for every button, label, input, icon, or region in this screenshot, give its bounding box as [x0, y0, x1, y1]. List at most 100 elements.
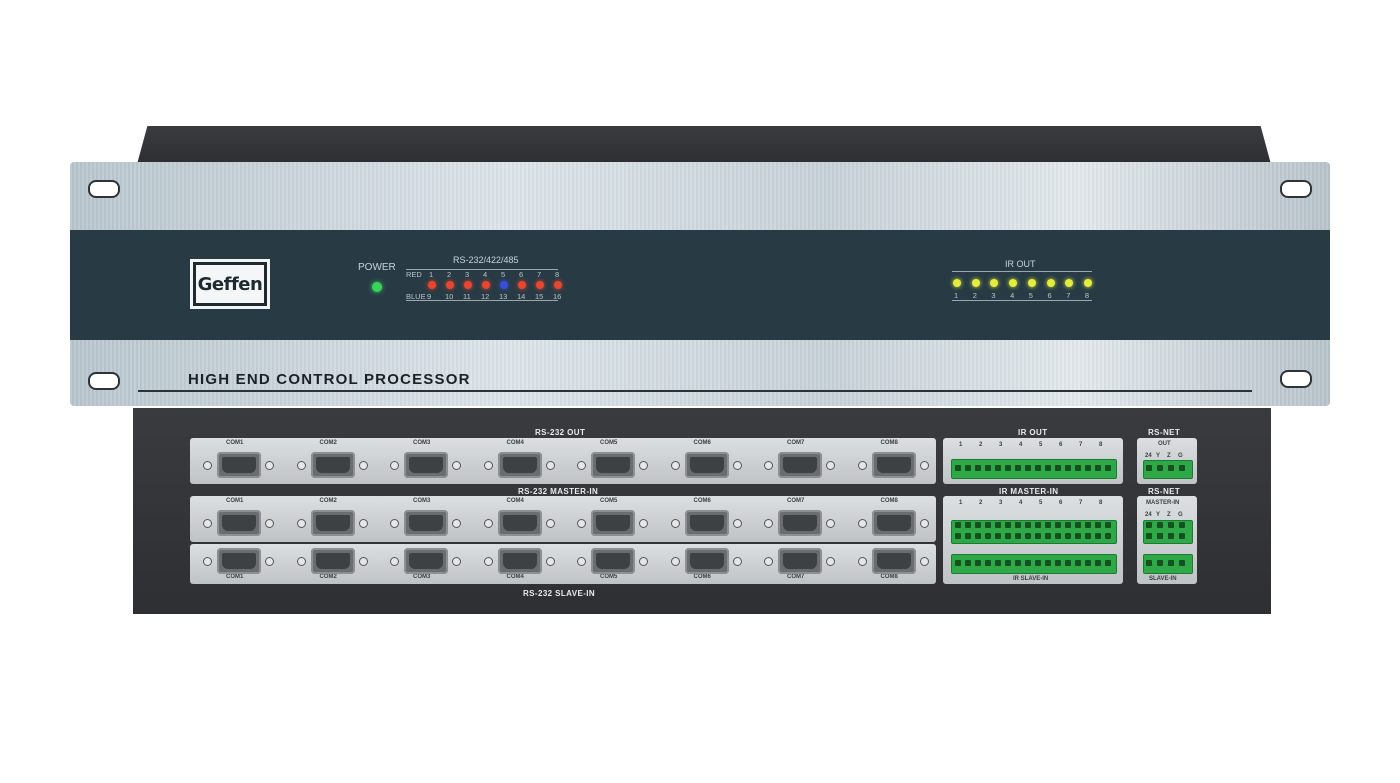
- ir-number: 1: [954, 291, 959, 300]
- com-port-connector[interactable]: [497, 548, 542, 574]
- com-label: COM5: [600, 440, 618, 446]
- mount-screw: [857, 557, 867, 566]
- terminal-screw: [1075, 522, 1081, 528]
- rs-blue-number: 11: [463, 292, 471, 301]
- com-port-connector[interactable]: [871, 510, 916, 536]
- connector-face: [222, 515, 256, 531]
- mount-screw: [857, 519, 867, 528]
- mount-screw: [483, 519, 493, 528]
- com-label: COM8: [880, 574, 898, 580]
- com-label: COM4: [506, 574, 524, 580]
- ir-led: [1046, 279, 1055, 287]
- connector-face: [783, 553, 817, 569]
- terminal-screw: [1179, 522, 1185, 528]
- terminal-screw: [995, 465, 1001, 471]
- terminal-screw: [1055, 533, 1061, 539]
- com-port-connector[interactable]: [310, 548, 355, 574]
- front-panel: Geffen POWER RS-232/422/485 RED BLUE IR …: [70, 162, 1330, 406]
- mount-screw: [265, 519, 274, 528]
- terminal-screw: [1005, 522, 1011, 528]
- com-label: COM6: [693, 498, 711, 504]
- terminal-screw: [1045, 522, 1051, 528]
- ir-master-terminal-block[interactable]: [951, 520, 1117, 544]
- rs-red-number: 7: [537, 270, 542, 279]
- mounting-hole-top-right: [1280, 180, 1312, 198]
- rs-led: [536, 281, 544, 289]
- mount-screw: [358, 461, 368, 470]
- ir-led: [971, 279, 980, 287]
- com-port-connector[interactable]: [591, 452, 635, 478]
- terminal-screw: [1095, 533, 1101, 539]
- com-port-connector[interactable]: [778, 510, 822, 536]
- ir-bottom-line: [952, 300, 1092, 301]
- ir-number: 8: [1084, 291, 1090, 300]
- mount-screw: [358, 557, 368, 566]
- terminal-screw: [1075, 560, 1081, 566]
- mounting-hole-bottom-right: [1280, 370, 1312, 388]
- terminal-screw: [1045, 533, 1051, 539]
- mount-screw: [639, 519, 648, 528]
- com-port-connector[interactable]: [684, 452, 729, 478]
- rs232-slave-title: RS-232 SLAVE-IN: [523, 589, 596, 598]
- com-port-connector[interactable]: [871, 452, 916, 478]
- mount-screw: [296, 461, 306, 470]
- top-lid: [136, 126, 1272, 168]
- rear-ir-number: 8: [1099, 500, 1103, 506]
- connector-face: [409, 515, 443, 531]
- mount-screw: [826, 519, 835, 528]
- com-port-connector[interactable]: [591, 510, 635, 536]
- com-port-connector[interactable]: [591, 548, 635, 574]
- rs-led: [482, 281, 490, 289]
- com-port-connector[interactable]: [404, 548, 448, 574]
- com-port-connector[interactable]: [778, 452, 822, 478]
- com-port-connector[interactable]: [871, 548, 916, 574]
- terminal-screw: [1015, 533, 1021, 539]
- com-label: COM5: [600, 498, 618, 504]
- terminal-screw: [955, 522, 961, 528]
- terminal-screw: [965, 533, 971, 539]
- terminal-screw: [995, 533, 1001, 539]
- com-label: COM2: [319, 440, 337, 446]
- com-label: COM5: [600, 574, 618, 580]
- com-label: COM1: [226, 440, 244, 446]
- mount-screw: [577, 461, 586, 470]
- mount-screw: [358, 519, 368, 528]
- terminal-screw: [1146, 465, 1152, 471]
- com-port-connector[interactable]: [497, 510, 542, 536]
- com-port-connector[interactable]: [778, 548, 822, 574]
- mount-screw: [452, 461, 461, 470]
- mount-screw: [452, 557, 461, 566]
- connector-face: [409, 457, 443, 473]
- ir-slave-terminal-block[interactable]: [951, 554, 1117, 574]
- rsnet-pin-label: G: [1178, 453, 1183, 459]
- rs232-master-title: RS-232 MASTER-IN: [518, 487, 599, 496]
- com-port-connector[interactable]: [217, 510, 261, 536]
- red-label: RED: [406, 270, 422, 279]
- com-port-connector[interactable]: [684, 510, 729, 536]
- com-label: COM4: [506, 498, 524, 504]
- terminal-screw: [1157, 560, 1163, 566]
- mounting-hole-bottom-left: [88, 372, 120, 390]
- terminal-screw: [1005, 560, 1011, 566]
- com-port-connector[interactable]: [497, 452, 542, 478]
- rsnet-pin-label: Y: [1156, 453, 1161, 459]
- rsnet-master-title: RS-NET: [1148, 487, 1181, 496]
- mounting-hole-top-left: [88, 180, 120, 198]
- mount-screw: [265, 461, 274, 470]
- com-port-connector[interactable]: [310, 452, 355, 478]
- com-port-connector[interactable]: [217, 548, 261, 574]
- com-port-connector[interactable]: [404, 452, 448, 478]
- terminal-screw: [955, 533, 961, 539]
- rs-title: RS-232/422/485: [453, 255, 519, 265]
- com-port-connector[interactable]: [684, 548, 729, 574]
- terminal-screw: [965, 522, 971, 528]
- com-port-connector[interactable]: [217, 452, 261, 478]
- com-port-connector[interactable]: [404, 510, 448, 536]
- com-port-connector[interactable]: [310, 510, 355, 536]
- rs-blue-number: 14: [517, 292, 526, 301]
- ir-number: 3: [991, 291, 996, 300]
- rear-ir-number: 7: [1079, 442, 1083, 448]
- rs-blue-number: 13: [499, 292, 508, 301]
- ir-out-terminal-block[interactable]: [951, 459, 1117, 479]
- com-label: COM3: [413, 440, 431, 446]
